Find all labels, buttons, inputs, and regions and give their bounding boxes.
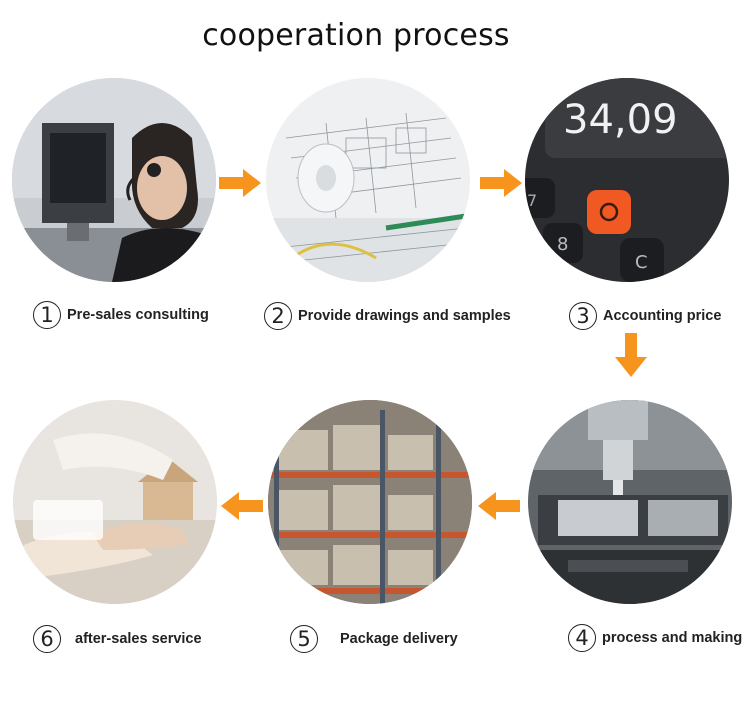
step-label: after-sales service <box>75 631 202 647</box>
key-c: C <box>635 252 648 273</box>
diagram-title: cooperation process <box>202 18 510 53</box>
step-label: Provide drawings and samples <box>298 308 511 324</box>
arrow-1-to-2 <box>219 169 261 197</box>
arrow-5-to-6 <box>221 492 263 520</box>
photo-machining <box>528 400 732 604</box>
step-label: Package delivery <box>340 631 458 647</box>
step-number: 1 <box>33 301 61 329</box>
photo-calculator: 34,09 7 8 C <box>525 78 729 282</box>
step-4: 4 process and making <box>568 624 742 652</box>
photo-pre-sales-consulting <box>12 78 216 282</box>
photo-after-sales <box>13 400 217 604</box>
step-6: 6 after-sales service <box>33 625 202 653</box>
step-label: Accounting price <box>603 308 722 324</box>
step-number: 2 <box>264 302 292 330</box>
step-number: 5 <box>290 625 318 653</box>
step-2: 2 Provide drawings and samples <box>264 302 511 330</box>
step-label: process and making <box>602 630 742 646</box>
step-number: 4 <box>568 624 596 652</box>
calculator-display: 34,09 <box>563 97 678 143</box>
step-number: 3 <box>569 302 597 330</box>
step-5: 5 Package delivery <box>290 625 458 653</box>
key-7: 7 <box>527 191 537 210</box>
step-label: Pre-sales consulting <box>67 307 209 323</box>
arrow-4-to-5 <box>478 492 520 520</box>
step-3: 3 Accounting price <box>569 302 721 330</box>
arrow-2-to-3 <box>480 169 522 197</box>
photo-warehouse <box>268 400 472 604</box>
key-8: 8 <box>557 234 568 255</box>
step-number: 6 <box>33 625 61 653</box>
photo-drawings-and-samples <box>266 78 470 282</box>
arrow-3-to-4 <box>615 333 647 377</box>
step-1: 1 Pre-sales consulting <box>33 301 209 329</box>
